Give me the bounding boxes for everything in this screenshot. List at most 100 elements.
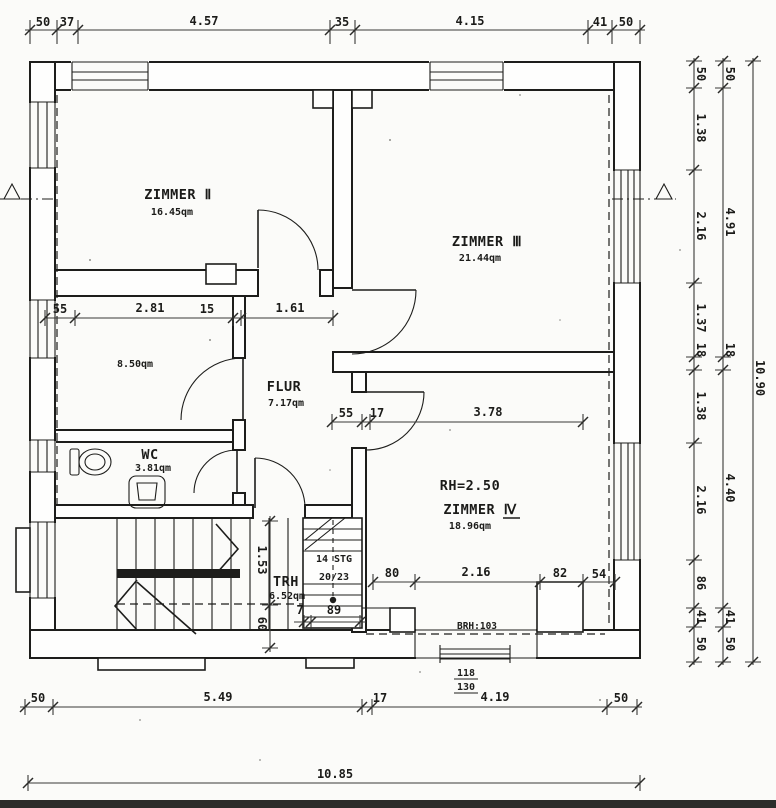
toilet-bowl-inner bbox=[84, 453, 106, 471]
window-top-zimmer2 bbox=[71, 60, 149, 91]
dim-right-col1: 50 1.38 2.16 1.37 18 1.38 2.16 86 41 50 bbox=[686, 55, 708, 668]
dim-label: 54 bbox=[592, 567, 606, 581]
dim-label: 1.37 bbox=[694, 304, 708, 333]
room-labels: ZIMMER Ⅱ 16.45qm ZIMMER Ⅲ 21.44qm 8.50qm… bbox=[117, 187, 522, 694]
dim-label: 2.81 bbox=[136, 301, 165, 315]
wall-flur-left-a bbox=[232, 295, 246, 359]
dim-mid1: 55 2.81 15 1.61 bbox=[39, 301, 339, 326]
dim-label: 80 bbox=[385, 566, 399, 580]
dim-label: 55 bbox=[53, 302, 67, 316]
scan-artifacts bbox=[89, 94, 681, 761]
wall-outer-bottom bbox=[29, 629, 641, 659]
dim-label: 2.16 bbox=[694, 486, 708, 515]
dim-label: 35 bbox=[335, 15, 349, 29]
dim-label: 4.40 bbox=[723, 474, 737, 503]
trh-stepsize-label: 20/23 bbox=[319, 572, 349, 583]
main-staircase bbox=[113, 518, 303, 635]
trh-staircase bbox=[302, 517, 363, 629]
room-label-trh: TRH bbox=[273, 574, 299, 590]
stair-arrow-down bbox=[113, 579, 138, 631]
trh-winders bbox=[304, 517, 346, 551]
dim-label: 50 bbox=[694, 637, 708, 651]
sink-basin bbox=[136, 482, 158, 501]
wall-z2-bottom-b bbox=[319, 269, 334, 297]
scan-edge-bar bbox=[0, 800, 776, 808]
room-label-wc: WC bbox=[141, 447, 158, 463]
trh-box bbox=[302, 517, 363, 629]
stair-arrow-up bbox=[215, 523, 240, 575]
room-area-trh: 6.52qm bbox=[269, 591, 305, 602]
window-left-2 bbox=[28, 299, 56, 359]
room-area-wc: 3.81qm bbox=[135, 463, 171, 474]
stair-handrail bbox=[117, 569, 240, 578]
wall-flur-left-b bbox=[232, 419, 246, 451]
dim-label: 50 bbox=[36, 15, 50, 29]
dim-right-col2: 50 4.91 18 4.40 41 50 bbox=[715, 55, 737, 668]
toilet-tank bbox=[69, 448, 80, 476]
parapet-label: BRH:103 bbox=[457, 621, 497, 632]
window-size-height: 130 bbox=[457, 682, 475, 693]
dim-top: 50 37 4.57 35 4.15 41 50 bbox=[24, 14, 646, 44]
dim-label: 7 bbox=[296, 603, 303, 617]
window-left-wc bbox=[28, 439, 56, 473]
dim-label: 1.61 bbox=[276, 301, 305, 315]
room-label-zimmer2: ZIMMER Ⅱ bbox=[144, 187, 212, 203]
trh-steps-label: 14 STG bbox=[316, 554, 352, 565]
dim-label: 10.85 bbox=[317, 767, 353, 781]
dim-right-overall: 10.90 bbox=[745, 55, 767, 668]
dim-label: 17 bbox=[370, 406, 384, 420]
dim-label: 50 bbox=[723, 637, 737, 651]
window-right-zimmer3 bbox=[612, 169, 642, 284]
door-stairhall-flur bbox=[254, 457, 306, 509]
entry-step-center bbox=[305, 657, 355, 669]
dim-label: 1.38 bbox=[694, 392, 708, 421]
dim-label: 60 bbox=[255, 617, 269, 631]
wall-stairhall-top-a bbox=[54, 504, 254, 519]
window-left-stair bbox=[15, 521, 56, 599]
room-label-zimmer3: ZIMMER Ⅲ bbox=[452, 234, 522, 250]
toilet-bowl-icon bbox=[78, 448, 112, 476]
wall-z4-left-a bbox=[351, 371, 367, 393]
reference-lines bbox=[0, 95, 676, 635]
dim-label: 50 bbox=[619, 15, 633, 29]
entry-step-left bbox=[97, 657, 206, 671]
dim-label: 3.78 bbox=[474, 405, 503, 419]
dim-label: 86 bbox=[694, 576, 708, 590]
section-marker-right bbox=[655, 182, 673, 200]
dim-stair-vertical: 1.53 60 bbox=[255, 515, 278, 654]
dim-label: 2.16 bbox=[694, 212, 708, 241]
window-size-width: 118 bbox=[457, 668, 475, 679]
dim-label: 50 bbox=[723, 67, 737, 81]
room-area-zimmer2: 16.45qm bbox=[151, 207, 193, 218]
dim-label: 89 bbox=[327, 603, 341, 617]
dim-label: 17 bbox=[373, 691, 387, 705]
dim-stair-horizontal: 7 89 bbox=[294, 603, 366, 629]
room-area-mid-left: 8.50qm bbox=[117, 359, 153, 370]
room-height-zimmer4: RH=2.50 bbox=[440, 478, 500, 494]
section-marker-left bbox=[3, 182, 21, 200]
dim-label: 37 bbox=[60, 15, 74, 29]
window-right-zimmer4 bbox=[612, 442, 642, 561]
dim-label: 41 bbox=[593, 15, 607, 29]
dim-label: 18 bbox=[723, 343, 737, 357]
dim-label: 50 bbox=[31, 691, 45, 705]
dim-overall-bottom: 10.85 bbox=[22, 767, 646, 791]
dim-label: 41 bbox=[723, 610, 737, 624]
door-zimmer4 bbox=[365, 391, 425, 451]
room-label-zimmer4: ZIMMER Ⅳ bbox=[443, 502, 517, 518]
door-zimmer3 bbox=[351, 289, 417, 355]
wall-wc-top bbox=[54, 429, 234, 443]
dim-label: 1.53 bbox=[255, 546, 269, 575]
dim-label: 4.19 bbox=[481, 690, 510, 704]
dim-label: 50 bbox=[614, 691, 628, 705]
wall-outer-right bbox=[613, 61, 641, 659]
wall-z2-z3 bbox=[332, 89, 353, 289]
dim-label: 4.15 bbox=[456, 14, 485, 28]
dim-label: 55 bbox=[339, 406, 353, 420]
dim-label: 1.38 bbox=[694, 114, 708, 143]
room-label-flur: FLUR bbox=[267, 379, 302, 395]
pilaster-right bbox=[351, 89, 373, 109]
wc-fixtures bbox=[69, 448, 166, 509]
pilaster-left bbox=[312, 89, 334, 109]
door-wc bbox=[193, 449, 238, 494]
